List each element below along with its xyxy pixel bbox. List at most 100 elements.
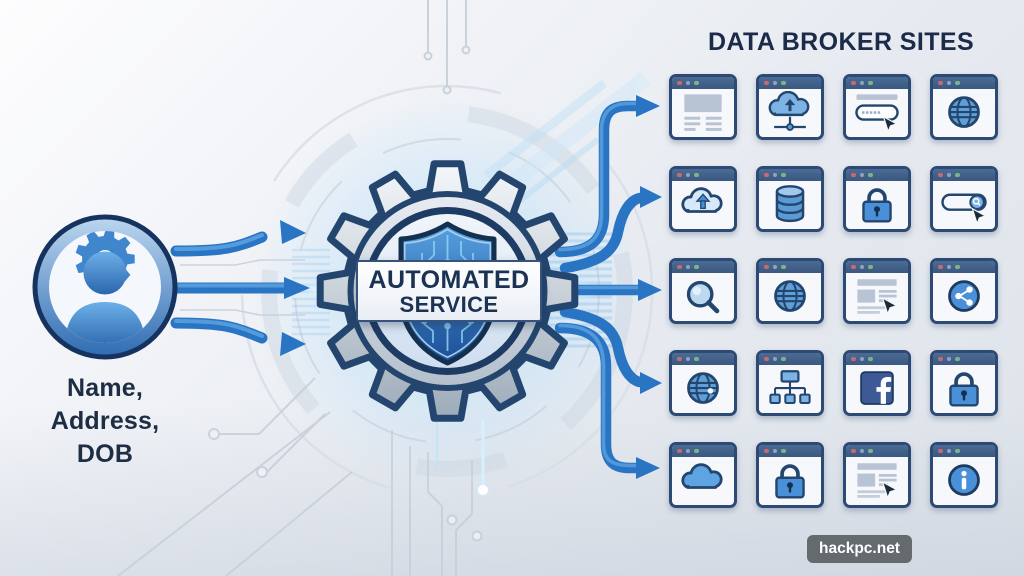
window-dot [694, 448, 699, 454]
broker-window [669, 350, 737, 416]
window-dot [946, 356, 951, 362]
label-line: Address, [50, 407, 160, 435]
window-dot [955, 264, 960, 270]
window-dot [851, 448, 856, 454]
window-dot [772, 448, 777, 454]
window-dot [685, 172, 690, 178]
window-dot [764, 448, 769, 454]
input-arrows [170, 220, 310, 356]
window-dot [685, 264, 690, 270]
window-dot [859, 356, 864, 362]
broker-window [843, 74, 911, 140]
window-titlebar [759, 261, 821, 273]
label-line: Name, [66, 374, 144, 402]
form-field-cursor-icon [846, 89, 908, 137]
window-dot [694, 356, 699, 362]
window-dot [955, 448, 960, 454]
cloud-upload-icon [672, 181, 734, 229]
window-dot [851, 172, 856, 178]
window-titlebar [933, 77, 995, 89]
search-field-cursor-icon [933, 181, 995, 229]
window-titlebar [672, 77, 734, 89]
window-dot [955, 172, 960, 178]
window-dot [781, 172, 786, 178]
window-dot [694, 80, 699, 86]
window-dot [694, 264, 699, 270]
window-dot [685, 356, 690, 362]
globe-dot-icon [672, 365, 734, 413]
window-dot [772, 264, 777, 270]
window-dot [772, 172, 777, 178]
window-titlebar [672, 445, 734, 457]
lock-icon [759, 457, 821, 505]
window-titlebar [846, 445, 908, 457]
window-dot [677, 448, 682, 454]
service-label-line2: SERVICE [399, 291, 499, 317]
window-titlebar [933, 261, 995, 273]
broker-window [669, 166, 737, 232]
broker-window [843, 166, 911, 232]
lock-icon [933, 365, 995, 413]
window-dot [938, 448, 943, 454]
window-dot [868, 80, 873, 86]
broker-window [669, 442, 737, 508]
service-banner: AUTOMATED SERVICE [356, 260, 542, 322]
window-dot [859, 264, 864, 270]
window-dot [677, 264, 682, 270]
window-dot [851, 80, 856, 86]
window-titlebar [846, 261, 908, 273]
watermark-badge: hackpc.net [807, 535, 912, 563]
person-badge [32, 214, 178, 360]
window-dot [955, 356, 960, 362]
share-icon [933, 273, 995, 321]
window-titlebar [672, 353, 734, 365]
window-dot [764, 264, 769, 270]
broker-window [756, 166, 824, 232]
broker-window [756, 258, 824, 324]
cloud-network-icon [759, 89, 821, 137]
window-titlebar [759, 77, 821, 89]
window-titlebar [846, 353, 908, 365]
broker-window [930, 166, 998, 232]
webpage-cursor-icon [846, 273, 908, 321]
window-dot [772, 356, 777, 362]
sitemap-icon [759, 365, 821, 413]
window-dot [859, 80, 864, 86]
broker-window [756, 442, 824, 508]
window-dot [868, 356, 873, 362]
globe-icon [933, 89, 995, 137]
window-dot [946, 264, 951, 270]
window-dot [781, 80, 786, 86]
broker-window [930, 350, 998, 416]
window-dot [938, 356, 943, 362]
window-dot [685, 80, 690, 86]
window-dot [868, 264, 873, 270]
window-dot [859, 172, 864, 178]
window-titlebar [846, 169, 908, 181]
cloud-icon [672, 457, 734, 505]
window-dot [868, 448, 873, 454]
user-head-icon [83, 251, 127, 295]
broker-grid [669, 74, 998, 508]
window-titlebar [933, 169, 995, 181]
window-dot [946, 80, 951, 86]
window-dot [764, 172, 769, 178]
webpage-icon [672, 89, 734, 137]
window-dot [946, 448, 951, 454]
window-dot [685, 448, 690, 454]
window-dot [955, 80, 960, 86]
window-titlebar [933, 353, 995, 365]
broker-window [756, 74, 824, 140]
facebook-icon [846, 365, 908, 413]
info-icon [933, 457, 995, 505]
window-dot [859, 448, 864, 454]
window-dot [677, 172, 682, 178]
window-titlebar [846, 77, 908, 89]
window-dot [938, 172, 943, 178]
lock-icon [846, 181, 908, 229]
window-dot [868, 172, 873, 178]
window-titlebar [672, 169, 734, 181]
page-title: DATA BROKER SITES [707, 28, 975, 56]
broker-window [930, 442, 998, 508]
